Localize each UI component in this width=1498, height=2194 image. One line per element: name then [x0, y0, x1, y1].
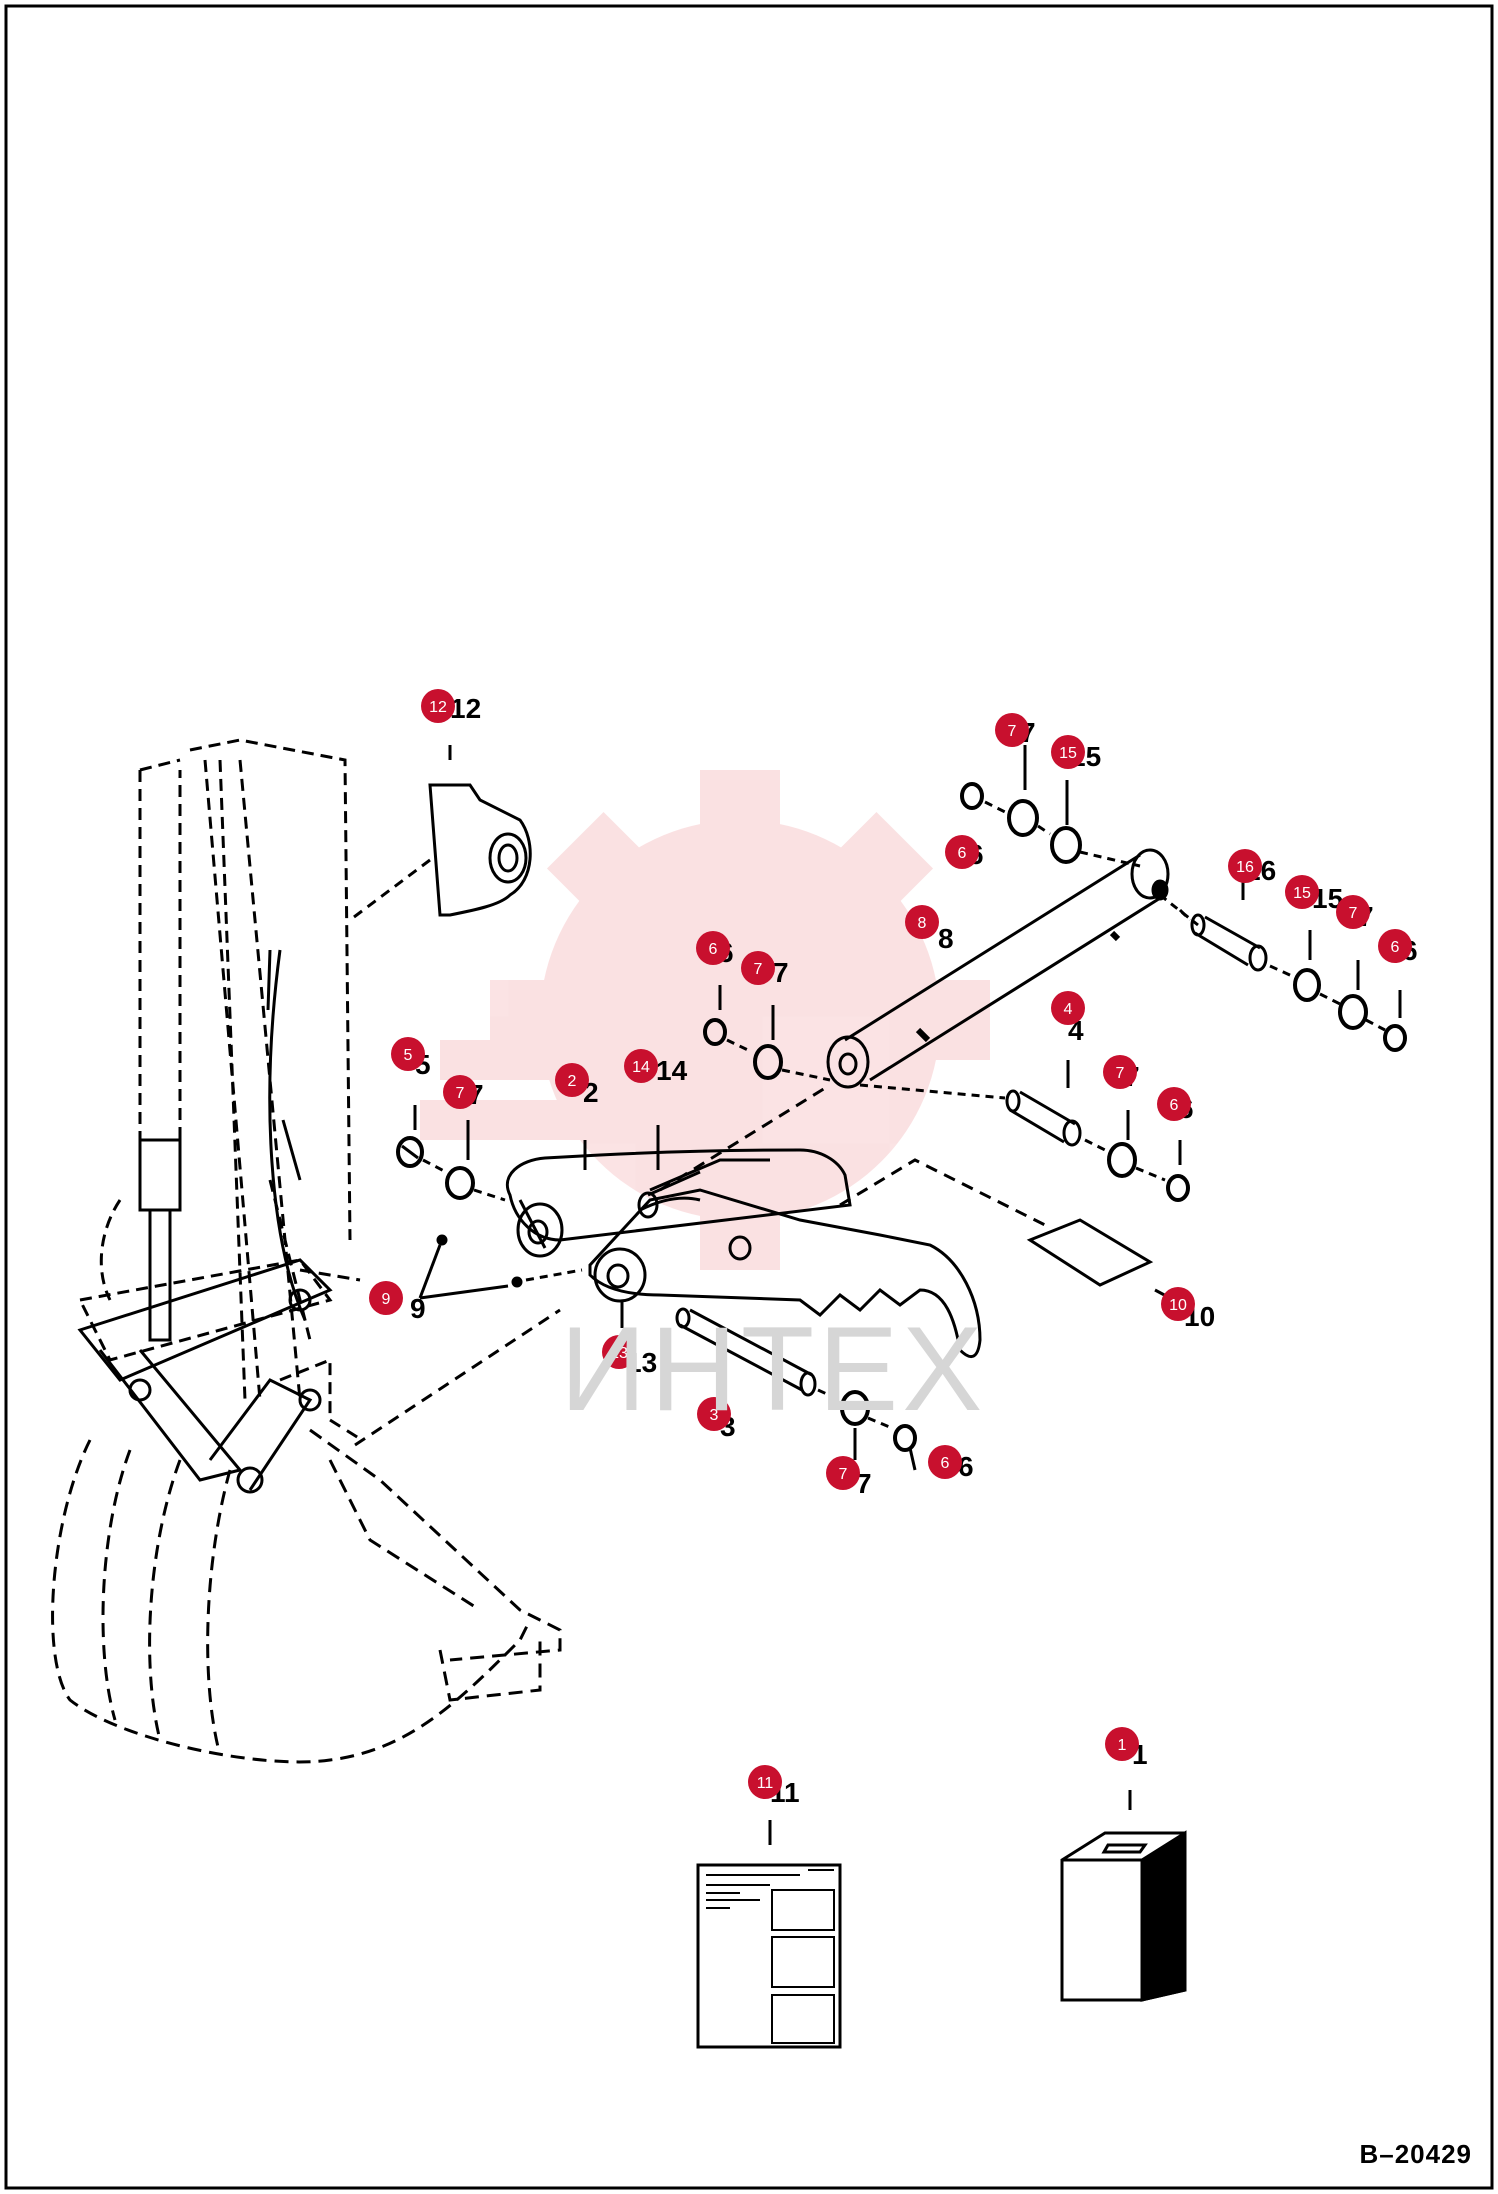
- svg-text:6: 6: [709, 941, 718, 958]
- part-9-fittings: [418, 1234, 583, 1300]
- callout-number-7: 7: [773, 957, 789, 988]
- callout-marker-7[interactable]: 7: [443, 1075, 477, 1109]
- callout-marker-13[interactable]: 13: [602, 1335, 636, 1369]
- callout-marker-6[interactable]: 6: [945, 835, 979, 869]
- part-12-bracket: [349, 745, 532, 922]
- svg-text:1: 1: [1118, 1737, 1127, 1754]
- bucket-linkage: [77, 1258, 333, 1494]
- svg-text:7: 7: [754, 961, 763, 978]
- callout-marker-7[interactable]: 7: [1336, 895, 1370, 929]
- svg-text:6: 6: [1170, 1097, 1179, 1114]
- callout-number-14: 14: [656, 1055, 688, 1086]
- callout-number-6: 6: [958, 1451, 974, 1482]
- part-14-pin: [637, 1170, 701, 1219]
- svg-text:16: 16: [1236, 859, 1254, 876]
- svg-text:8: 8: [918, 915, 927, 932]
- svg-text:3: 3: [710, 1407, 719, 1424]
- svg-text:6: 6: [941, 1455, 950, 1472]
- part-10-decal: [1026, 1218, 1171, 1300]
- part-11-manual: [696, 1820, 842, 2049]
- callout-number-7: 7: [856, 1468, 872, 1499]
- bucket: [51, 1428, 562, 1764]
- callout-number-9: 9: [410, 1293, 426, 1324]
- callout-marker-7[interactable]: 7: [741, 951, 775, 985]
- callout-marker-6[interactable]: 6: [928, 1445, 962, 1479]
- callout-marker-6[interactable]: 6: [696, 931, 730, 965]
- callout-marker-4[interactable]: 4: [1051, 991, 1085, 1025]
- callout-marker-7[interactable]: 7: [826, 1456, 860, 1490]
- callout-marker-2[interactable]: 2: [555, 1063, 589, 1097]
- watermark-text: ИНТЕХ: [560, 1302, 987, 1436]
- callout-number-8: 8: [938, 923, 954, 954]
- svg-text:9: 9: [382, 1291, 391, 1308]
- callout-marker-3[interactable]: 3: [697, 1397, 731, 1431]
- drawing-number: B–20429: [1359, 2139, 1472, 2169]
- part-8-pin: [826, 848, 1192, 1089]
- watermark-gear-logo: [420, 770, 990, 1270]
- callout-marker-15[interactable]: 15: [1285, 875, 1319, 909]
- callout-marker-6[interactable]: 6: [1378, 929, 1412, 963]
- assembly-leaders: [329, 1083, 1046, 1447]
- svg-text:7: 7: [839, 1466, 848, 1483]
- sheet-border: [4, 4, 1494, 2190]
- svg-text:12: 12: [429, 699, 447, 716]
- svg-text:15: 15: [1059, 745, 1077, 762]
- callout-marker-15[interactable]: 15: [1051, 735, 1085, 769]
- svg-text:7: 7: [1349, 905, 1358, 922]
- svg-text:11: 11: [757, 1775, 774, 1792]
- svg-text:14: 14: [632, 1059, 650, 1076]
- svg-text:6: 6: [958, 845, 967, 862]
- callout-marker-12[interactable]: 12: [421, 689, 455, 723]
- callout-marker-8[interactable]: 8: [905, 905, 939, 939]
- svg-text:7: 7: [1008, 723, 1017, 740]
- washers-center: [703, 985, 831, 1082]
- svg-text:7: 7: [456, 1085, 465, 1102]
- svg-text:5: 5: [404, 1047, 413, 1064]
- callout-marker-10[interactable]: 10: [1161, 1287, 1195, 1321]
- part-13-thumb: [588, 1158, 982, 1358]
- callout-marker-7[interactable]: 7: [1103, 1055, 1137, 1089]
- svg-text:15: 15: [1293, 885, 1311, 902]
- callout-marker-6[interactable]: 6: [1157, 1087, 1191, 1121]
- callout-marker-5[interactable]: 5: [391, 1037, 425, 1071]
- svg-text:4: 4: [1064, 1001, 1073, 1018]
- callout-marker-7[interactable]: 7: [995, 713, 1029, 747]
- callout-marker-16[interactable]: 16: [1228, 849, 1262, 883]
- callout-number-12: 12: [450, 693, 481, 724]
- callout-marker-9[interactable]: 9: [369, 1281, 403, 1315]
- arm-cylinder: [138, 949, 307, 1342]
- svg-text:2: 2: [568, 1073, 577, 1090]
- callout-marker-1[interactable]: 1: [1105, 1727, 1139, 1761]
- svg-text:7: 7: [1116, 1065, 1125, 1082]
- callout-marker-14[interactable]: 14: [624, 1049, 658, 1083]
- svg-text:10: 10: [1169, 1297, 1187, 1314]
- pin-3-and-washers: [675, 1307, 917, 1471]
- svg-text:6: 6: [1391, 939, 1400, 956]
- part-1-kit-box: [1060, 1790, 1187, 2002]
- washers-left: [396, 1105, 506, 1202]
- washers-top-row: [960, 745, 1141, 868]
- part-2-link: [506, 1125, 852, 1258]
- pin-4-and-washers: [859, 1060, 1190, 1202]
- callout-marker-11[interactable]: 11: [748, 1765, 782, 1799]
- svg-text:13: 13: [610, 1345, 628, 1362]
- callouts: 1212771515668816161515776666774477665577…: [369, 689, 1418, 1808]
